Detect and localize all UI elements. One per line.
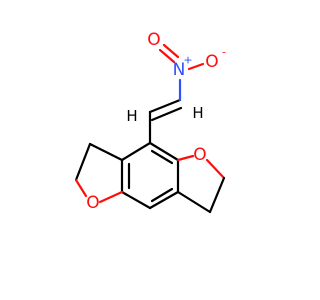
bond-c3-c4 — [148, 190, 180, 210]
bond-o-left-c5 — [98, 190, 124, 204]
vinyl-hydrogen-2-label: H — [192, 104, 203, 122]
bond-ch2-ch2-left — [74, 142, 92, 182]
bond-c2-o-right — [176, 154, 195, 162]
bond-o-right-ch2 — [205, 158, 226, 180]
nitro-oxygen-right-label: O — [205, 52, 218, 72]
bond-c1-c2 — [148, 141, 180, 162]
bond-n-o-top-b — [162, 43, 180, 59]
bond-n-o-top-a — [158, 48, 176, 64]
bond-vinyl1-vinyl2 — [148, 98, 182, 114]
benzene-ring — [120, 141, 180, 210]
bond-ch2-ch2-right — [208, 176, 226, 214]
bond-c4-c5 — [120, 190, 152, 210]
bond-vinyl-double — [150, 106, 183, 122]
bond-ch2-o-left — [74, 178, 88, 198]
left-dihydrofuran-ring — [74, 142, 124, 204]
nitro-oxygen-charge: - — [222, 46, 226, 59]
nitrovinyl-chain — [148, 43, 205, 145]
bond-c6-c1 — [120, 141, 152, 162]
molecule-structure: N + O O - H H O O — [74, 30, 226, 214]
right-dihydrofuran-ring — [176, 154, 226, 214]
bond-ch2-c3 — [176, 190, 212, 214]
furan-oxygen-right-label: O — [193, 145, 206, 165]
vinyl-hydrogen-1-label: H — [126, 107, 137, 125]
nitro-oxygen-top-label: O — [147, 30, 160, 50]
furan-oxygen-left-label: O — [86, 193, 99, 213]
double-bond-c1-c2-inner — [150, 149, 174, 165]
double-bond-c3-c4-inner — [150, 187, 174, 203]
bond-n-o-right — [187, 62, 205, 71]
nitro-nitrogen-charge: + — [183, 54, 192, 67]
nitro-nitrogen-label: N — [173, 60, 186, 80]
bond-c6-ch2-left — [88, 142, 124, 162]
